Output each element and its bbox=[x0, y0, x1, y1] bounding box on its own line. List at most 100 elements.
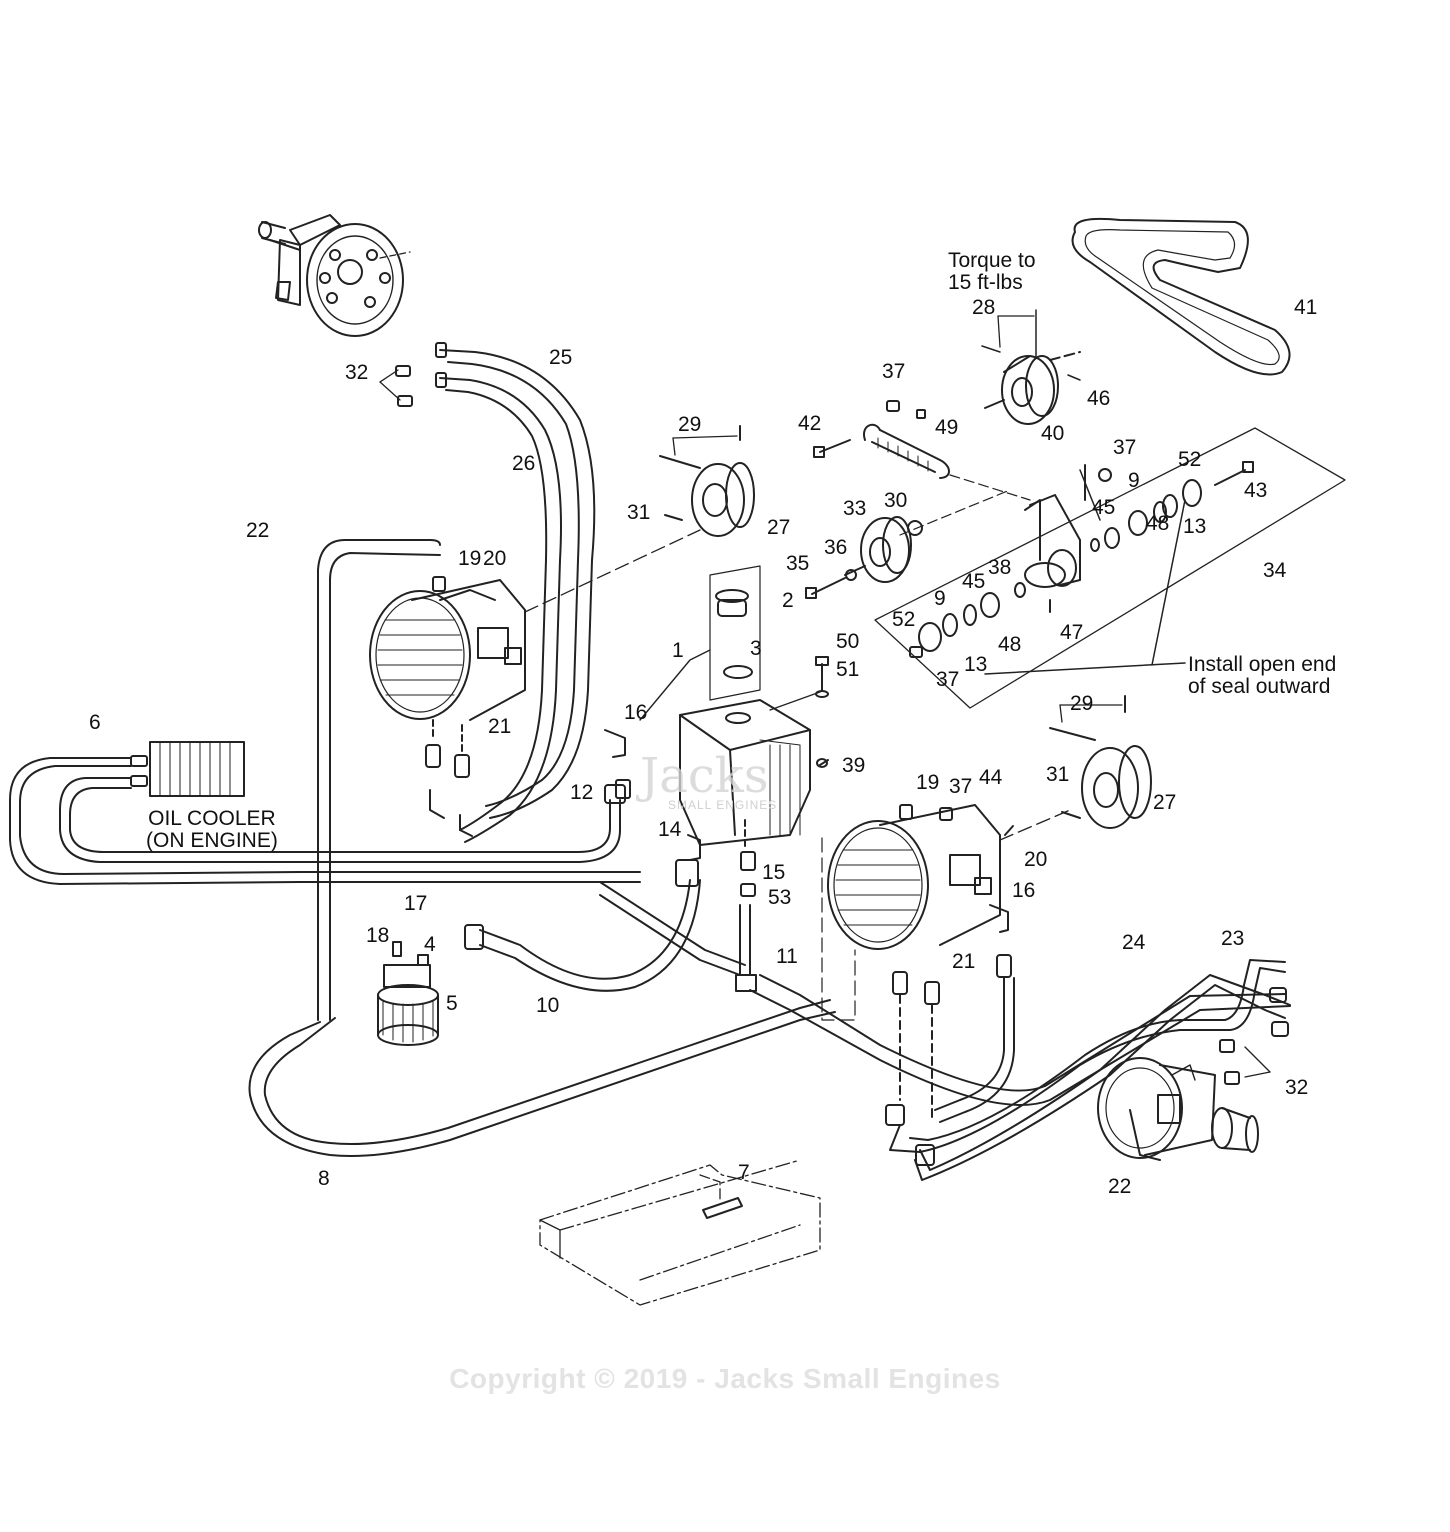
drive-belt bbox=[1071, 217, 1291, 376]
callout-40: 40 bbox=[1041, 422, 1065, 445]
callout-15: 15 bbox=[762, 861, 786, 884]
callout-29-bottom: 29 bbox=[1070, 692, 1094, 715]
callout-27-top: 27 bbox=[767, 516, 791, 539]
callout-28: 28 bbox=[972, 296, 996, 319]
callout-45-lower: 45 bbox=[962, 570, 986, 593]
callout-26: 26 bbox=[512, 452, 536, 475]
note-torque-line1: Torque to bbox=[948, 249, 1036, 272]
hose-8 bbox=[248, 999, 836, 1157]
note-seal-line1: Install open end bbox=[1188, 653, 1337, 676]
callout-12: 12 bbox=[570, 781, 594, 804]
fittings-misc bbox=[604, 729, 756, 897]
callout-48-upper: 48 bbox=[1146, 512, 1170, 535]
fittings-21-right bbox=[892, 954, 1015, 1123]
callout-42: 42 bbox=[798, 412, 822, 435]
jacks-logo-subtitle: SMALL ENGINES bbox=[668, 798, 778, 812]
tee-11 bbox=[599, 881, 1291, 1106]
note-oil-cooler: OIL COOLER (ON ENGINE) bbox=[146, 807, 278, 853]
callout-14: 14 bbox=[658, 818, 682, 841]
callout-34: 34 bbox=[1263, 559, 1287, 582]
callout-16-right: 16 bbox=[1012, 879, 1036, 902]
fittings-21-left bbox=[425, 719, 473, 837]
callout-7: 7 bbox=[738, 1161, 750, 1184]
callout-30: 30 bbox=[884, 489, 908, 512]
callout-8: 8 bbox=[318, 1167, 330, 1190]
oil-filter bbox=[377, 941, 439, 1046]
hydraulic-tank bbox=[639, 565, 821, 846]
callout-2: 2 bbox=[782, 589, 794, 612]
hoses-23-24 bbox=[885, 959, 1291, 1181]
callout-43: 43 bbox=[1244, 479, 1268, 502]
hoses-25-26 bbox=[435, 342, 596, 843]
pump-pulley-27-bottom bbox=[1049, 695, 1152, 829]
wheel-motor-22-right bbox=[1097, 1057, 1259, 1161]
callout-27-bottom: 27 bbox=[1153, 791, 1177, 814]
callout-20-right: 20 bbox=[1024, 848, 1048, 871]
callout-22-right: 22 bbox=[1108, 1175, 1132, 1198]
fitting-19-left bbox=[432, 576, 446, 592]
hose-10 bbox=[464, 859, 701, 992]
bolt-50-washer-51 bbox=[815, 656, 829, 768]
callout-23: 23 bbox=[1221, 927, 1245, 950]
callout-24: 24 bbox=[1122, 931, 1146, 954]
bearing-stack-upper bbox=[1090, 461, 1254, 552]
callout-37-a: 37 bbox=[882, 360, 906, 383]
jacks-logo: Jacks bbox=[640, 748, 769, 804]
callout-21-left: 21 bbox=[488, 715, 512, 738]
spacer-7 bbox=[702, 1197, 743, 1219]
hydro-pump-20-right bbox=[821, 804, 1071, 1021]
bearing-stack-lower bbox=[909, 582, 1026, 658]
callout-51: 51 bbox=[836, 658, 860, 681]
callout-37-d: 37 bbox=[949, 775, 973, 798]
callout-32-bottom: 32 bbox=[1285, 1076, 1309, 1099]
callout-35: 35 bbox=[786, 552, 810, 575]
fittings-32-bottom bbox=[1219, 1039, 1271, 1085]
note-seal: Install open end of seal outward bbox=[1188, 653, 1337, 699]
copyright-watermark: Copyright © 2019 - Jacks Small Engines bbox=[449, 1363, 1001, 1394]
note-oil-cooler-line2: (ON ENGINE) bbox=[146, 829, 278, 853]
callout-3: 3 bbox=[750, 637, 762, 660]
callout-53: 53 bbox=[768, 886, 792, 909]
idler-pulley-33 bbox=[844, 516, 912, 583]
callout-49: 49 bbox=[935, 416, 959, 439]
fittings-32-top bbox=[379, 365, 413, 407]
callout-9-upper: 9 bbox=[1128, 469, 1140, 492]
idler-pulley-40 bbox=[984, 351, 1081, 425]
callout-18: 18 bbox=[366, 924, 390, 947]
callout-16-left: 16 bbox=[624, 701, 648, 724]
spring-49 bbox=[813, 400, 1031, 501]
mounting-plate bbox=[539, 1159, 821, 1306]
callout-39: 39 bbox=[842, 754, 866, 777]
callout-9-lower: 9 bbox=[934, 587, 946, 610]
callout-4: 4 bbox=[424, 933, 436, 956]
note-torque-line2: 15 ft-lbs bbox=[948, 271, 1023, 295]
hydro-pump-20-left bbox=[369, 529, 701, 721]
callout-5: 5 bbox=[446, 992, 458, 1015]
fittings-right-pump bbox=[899, 804, 1014, 933]
callout-41: 41 bbox=[1294, 296, 1318, 319]
callout-31-top: 31 bbox=[627, 501, 651, 524]
bolts-35-36-30 bbox=[805, 489, 1011, 599]
callout-22-left: 22 bbox=[246, 519, 270, 542]
callout-50: 50 bbox=[836, 630, 860, 653]
callout-38: 38 bbox=[988, 556, 1012, 579]
note-torque: Torque to 15 ft-lbs bbox=[948, 249, 1036, 295]
callout-47: 47 bbox=[1060, 621, 1084, 644]
note-seal-line2: of seal outward bbox=[1188, 675, 1331, 699]
callout-48-lower: 48 bbox=[998, 633, 1022, 656]
callout-31-bottom: 31 bbox=[1046, 763, 1070, 786]
return-hose-left bbox=[317, 539, 441, 1021]
idler-arm-34 bbox=[874, 427, 1346, 709]
wheel-motor-22-left bbox=[258, 214, 411, 337]
cooler-hoses bbox=[9, 757, 641, 885]
note-oil-cooler-line1: OIL COOLER bbox=[148, 807, 276, 830]
callout-25: 25 bbox=[549, 346, 573, 369]
callout-33: 33 bbox=[843, 497, 867, 520]
callout-37-c: 37 bbox=[936, 668, 960, 691]
callout-20-left: 20 bbox=[483, 547, 507, 570]
callout-46: 46 bbox=[1087, 387, 1111, 410]
callout-17: 17 bbox=[404, 892, 428, 915]
callout-13-lower: 13 bbox=[964, 653, 988, 676]
